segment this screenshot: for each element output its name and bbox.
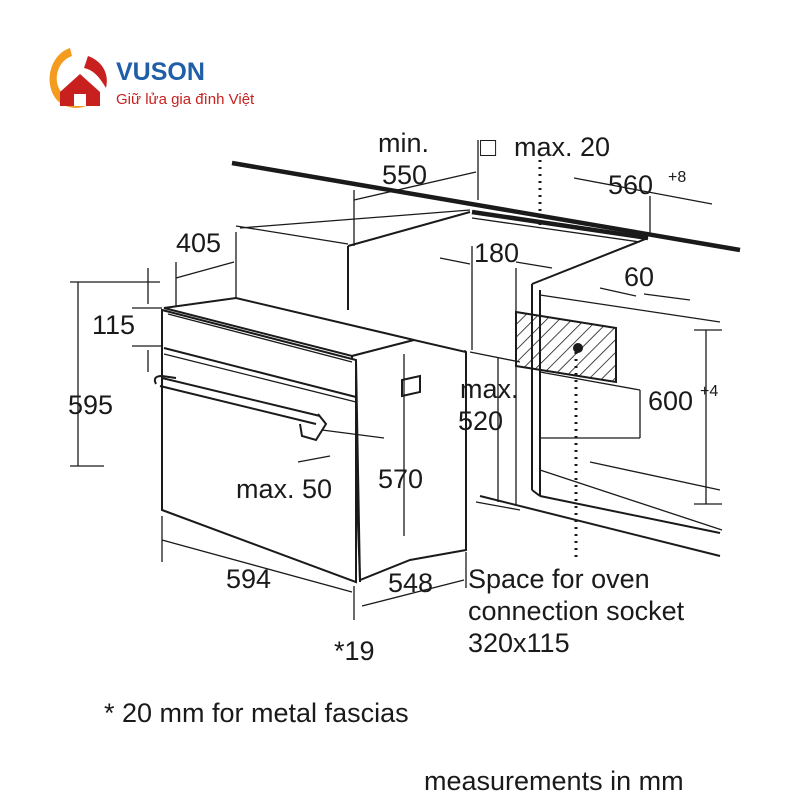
socket-dot <box>573 343 583 353</box>
dim-600: 600 <box>648 386 693 416</box>
dim-520: 520 <box>458 406 503 436</box>
dim-max-20: max. 20 <box>514 132 610 162</box>
dim-595: 595 <box>68 390 113 420</box>
brand-logo: VUSON Giữ lửa gia đình Việt <box>49 48 255 108</box>
dim-405: 405 <box>176 228 221 258</box>
footnote-metal-fascias: * 20 mm for metal fascias <box>104 698 409 728</box>
dim-570: 570 <box>378 464 423 494</box>
dim-fascia-19: *19 <box>334 636 375 666</box>
dim-180: 180 <box>474 238 519 268</box>
units-note: measurements in mm <box>424 766 684 796</box>
dim-max-50: max. 50 <box>236 474 332 504</box>
dim-550: 550 <box>382 160 427 190</box>
dim-115: 115 <box>92 310 135 340</box>
min-label: min. <box>378 128 429 158</box>
socket-note-line2: connection socket <box>468 596 685 626</box>
dim-548: 548 <box>388 568 433 598</box>
socket-note: Space for oven connection socket 320x115 <box>468 564 685 658</box>
logo-brand-text: VUSON <box>116 58 205 86</box>
dim-600-tolerance: +4 <box>700 383 718 400</box>
logo-slogan-text: Giữ lửa gia đình Việt <box>116 91 255 108</box>
dim-560-tolerance: +8 <box>668 169 686 186</box>
max-520-label: max. <box>460 374 519 404</box>
dim-560: 560 <box>608 170 653 200</box>
socket-note-line1: Space for oven <box>468 564 650 594</box>
gap-square-icon: □ <box>480 132 497 162</box>
socket-area <box>515 310 617 384</box>
cabinet-drawing <box>231 160 741 560</box>
dim-60: 60 <box>624 262 654 292</box>
socket-note-line3: 320x115 <box>468 628 570 658</box>
dim-594: 594 <box>226 564 271 594</box>
dimension-labels: min. 550 □ max. 20 560 +8 405 180 60 115… <box>68 128 718 666</box>
dimension-lines <box>70 140 722 620</box>
flame-house-icon <box>49 48 107 108</box>
oven-illustration <box>153 296 467 584</box>
